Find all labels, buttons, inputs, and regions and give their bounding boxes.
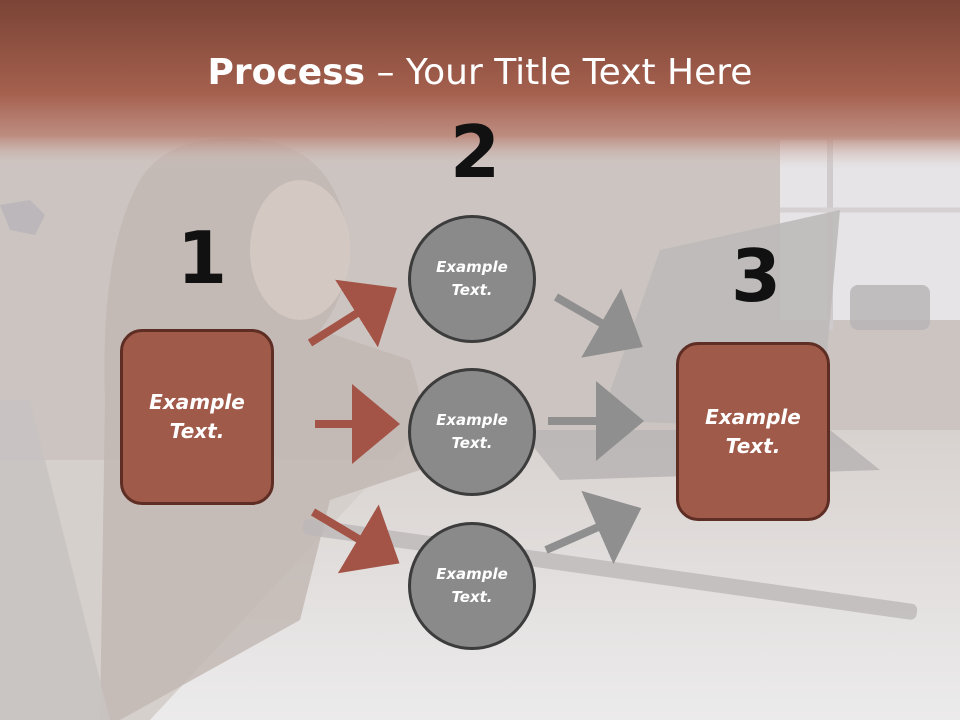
circle-bottom: Example Text.	[408, 522, 536, 650]
arrow-1-to-bottom	[310, 504, 400, 574]
step-3-line1: Example	[705, 404, 801, 429]
step-1-line2: Text.	[169, 419, 225, 443]
circle-middle-line1: Example	[436, 411, 508, 429]
circle-middle-line2: Text.	[451, 434, 493, 452]
step-1-box: Example Text.	[120, 329, 274, 505]
step-1-line1: Example	[149, 390, 245, 414]
circle-top: Example Text.	[408, 215, 536, 343]
arrow-top-to-3	[554, 288, 643, 358]
slide-title: Process – Your Title Text Here	[0, 52, 960, 93]
step-number-3: 3	[731, 234, 782, 318]
title-rest: – Your Title Text Here	[365, 52, 753, 93]
circle-top-line2: Text.	[451, 281, 493, 299]
circle-bottom-line1: Example	[436, 565, 508, 583]
step-3-box: Example Text.	[676, 342, 830, 521]
circle-bottom-line2: Text.	[451, 588, 493, 606]
step-number-1: 1	[177, 216, 228, 300]
step-number-2: 2	[450, 110, 501, 194]
circle-middle: Example Text.	[408, 368, 536, 496]
arrow-bottom-to-3	[544, 490, 642, 565]
circle-top-line1: Example	[436, 258, 508, 276]
step-3-line2: Text.	[725, 433, 781, 458]
arrow-1-to-top	[307, 279, 398, 348]
title-bold: Process	[207, 52, 366, 93]
